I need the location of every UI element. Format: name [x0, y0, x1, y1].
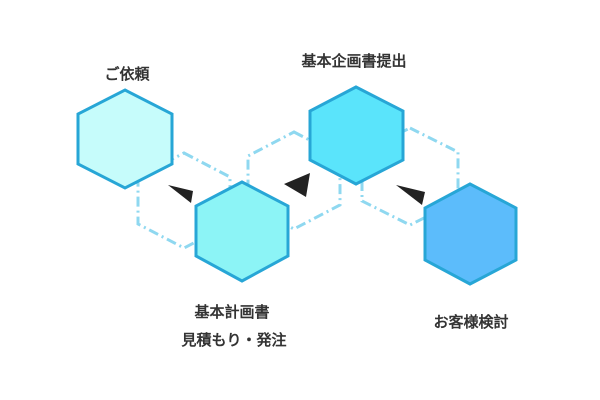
step-1-label: ご依頼 — [104, 65, 150, 83]
step-2-label-line1: 基本計画書 — [193, 303, 269, 321]
arrow-icon — [396, 185, 425, 205]
step-3-label: 基本企画書提出 — [300, 52, 406, 70]
hexagon-step-2 — [194, 180, 290, 283]
hexagon-step-4 — [423, 182, 518, 286]
arrow-icon — [284, 173, 310, 197]
step-2-label-line2: 見積もり・発注 — [180, 331, 286, 349]
step-4-label: お客様検討 — [433, 313, 508, 331]
hexagon-step-3 — [308, 85, 405, 186]
arrow-icon — [168, 185, 193, 203]
hexagon-step-1 — [76, 88, 174, 190]
